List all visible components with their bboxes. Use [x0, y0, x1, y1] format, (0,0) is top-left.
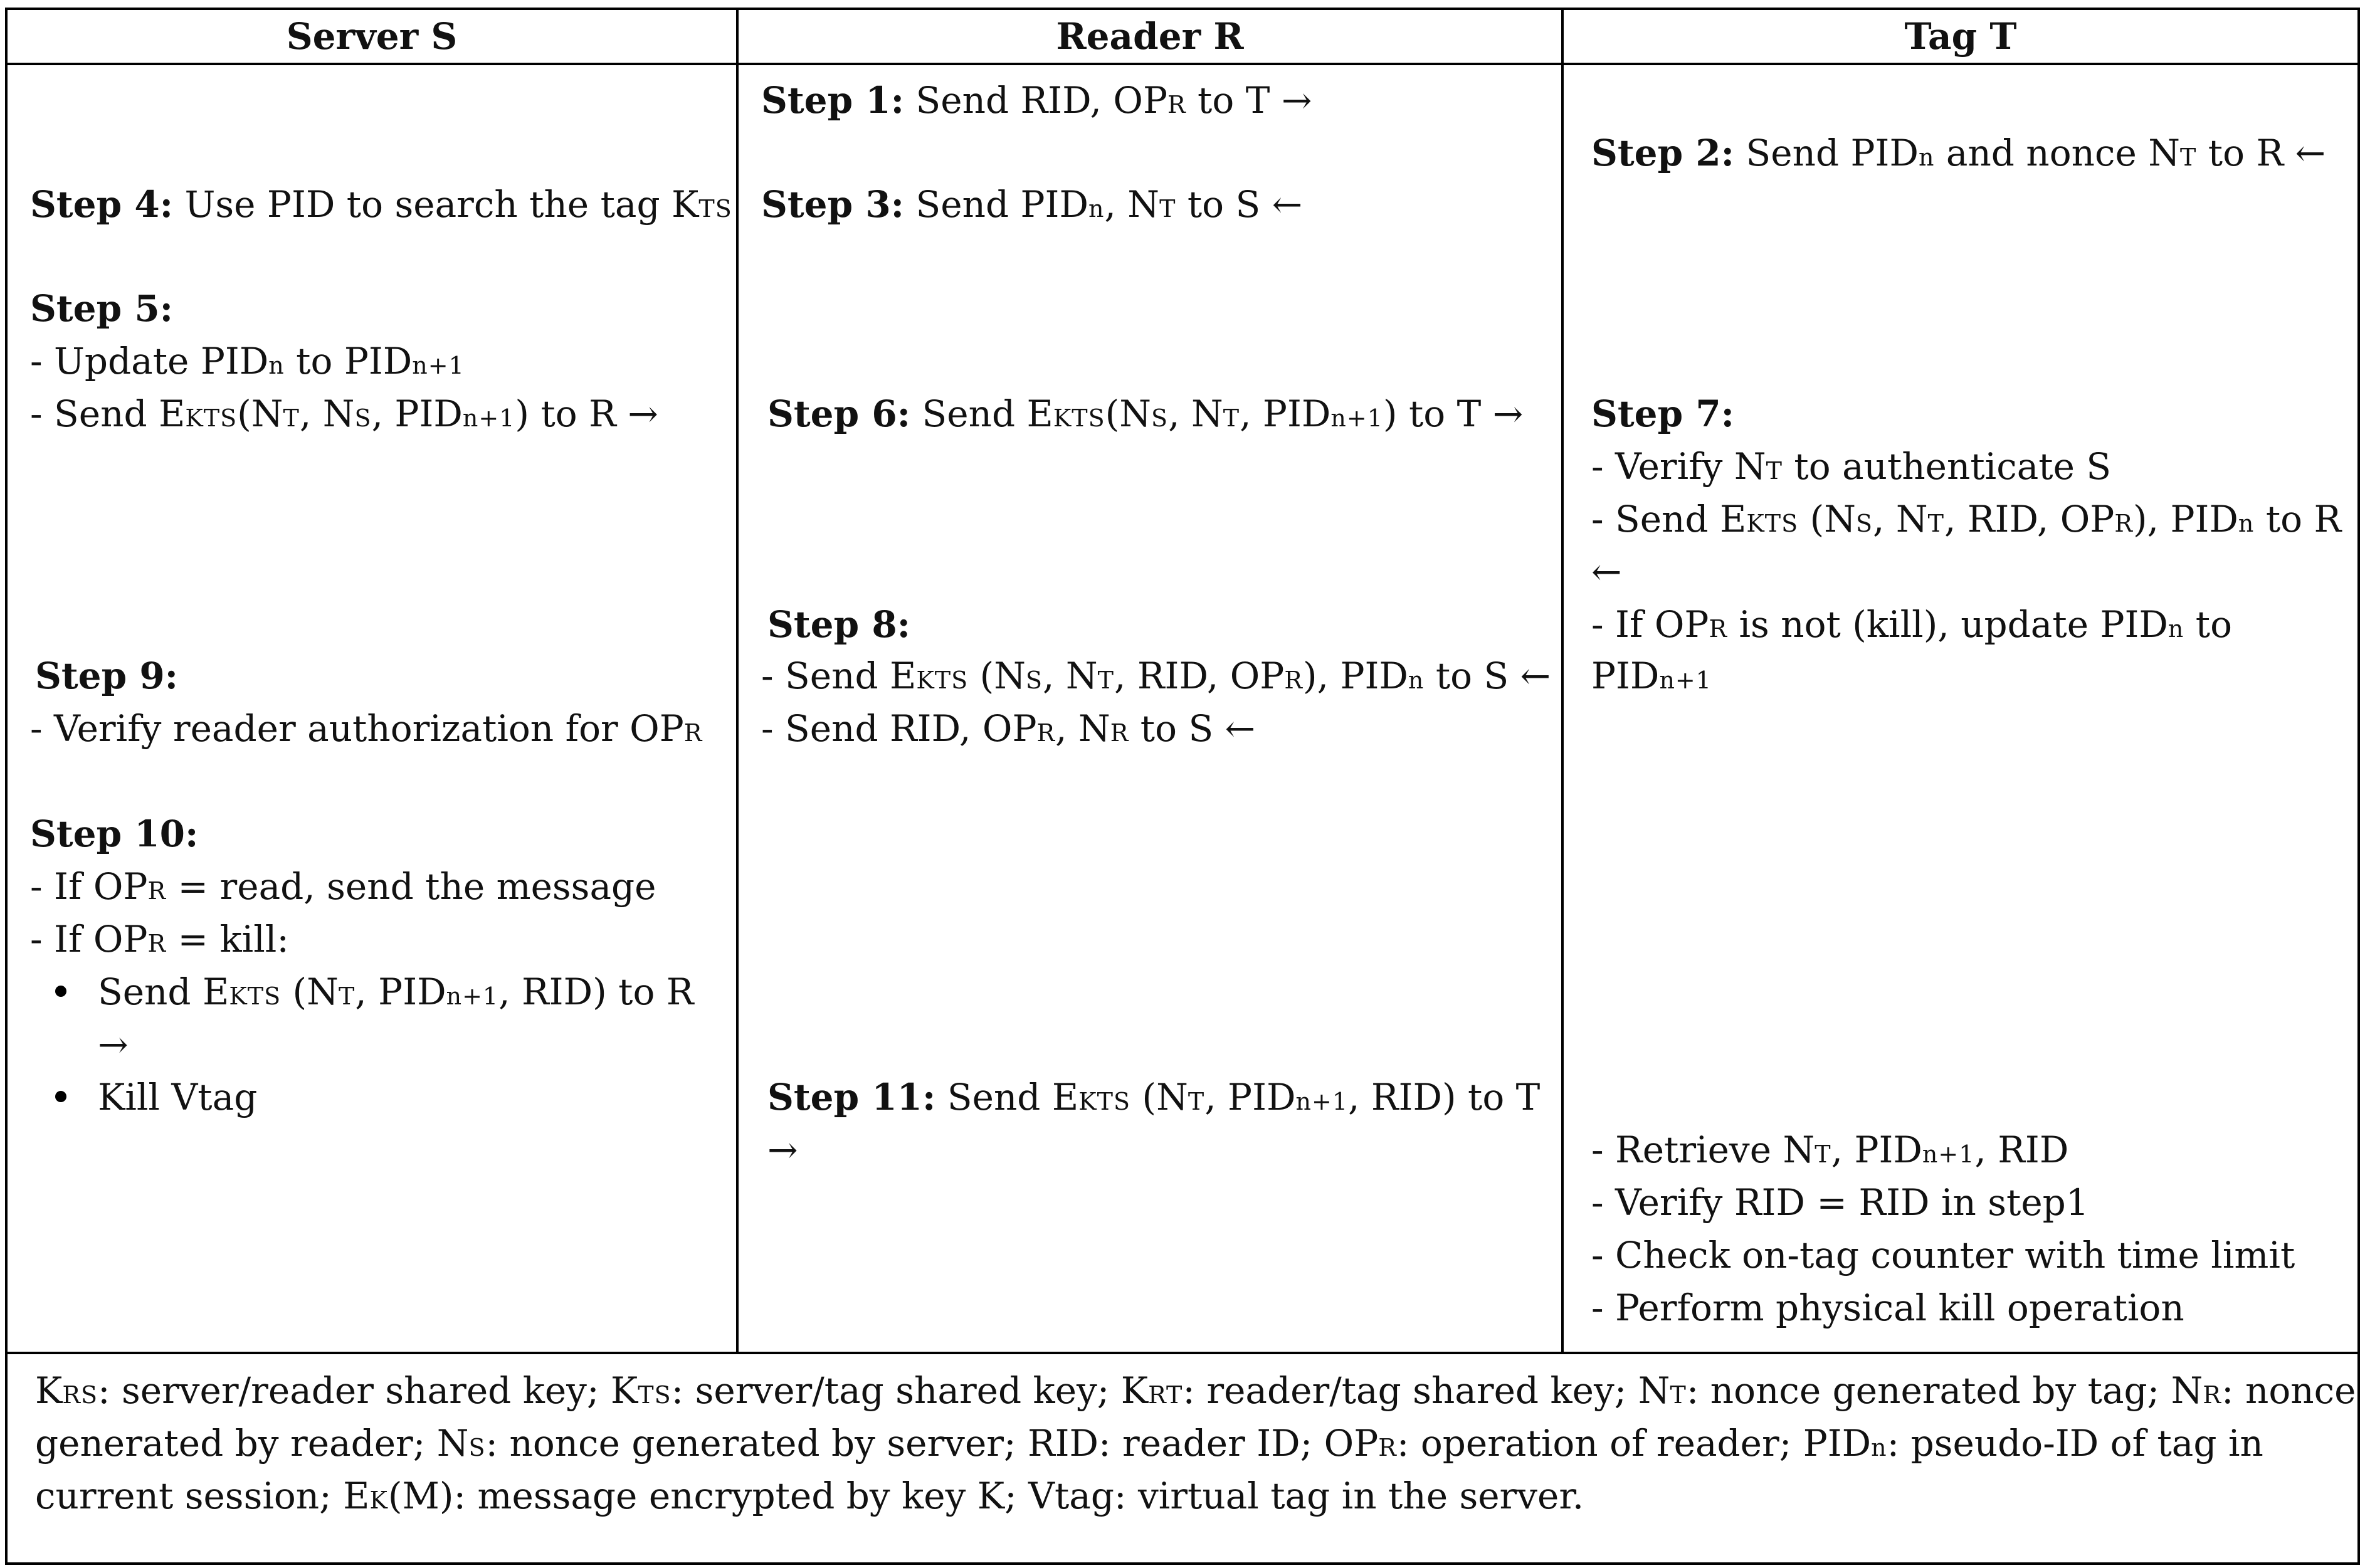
server-step9-line1: - Verify reader authorization for OPR: [30, 707, 703, 750]
bullet-icon: [55, 1090, 66, 1102]
tag-step7-label: Step 7:: [1591, 392, 1735, 435]
footnote-line2: generated by reader; NS: nonce generated…: [35, 1422, 2263, 1465]
tag-step7-line4: PIDn+1: [1591, 655, 1712, 697]
bullet-icon: [55, 985, 66, 997]
tag-step2: Step 2: Send PIDn and nonce NT to R ←: [1591, 132, 2326, 174]
reader-step1: Step 1: Send RID, OPR to T →: [761, 79, 1312, 122]
tag-step7-line3: - If OPR is not (kill), update PIDn to: [1591, 603, 2233, 646]
header-reader: Reader R: [1056, 15, 1244, 58]
tag-step7-line2-arrow: ←: [1591, 550, 1622, 593]
server-step10-bullet1: Send EKTS (NT, PIDn+1, RID) to R: [55, 966, 693, 1023]
server-step5-line2: - Send EKTS(NT, NS, PIDn+1) to R →: [30, 392, 658, 435]
server-step10-line2: - If OPR = kill:: [30, 918, 289, 960]
tag-step7-line1: - Verify NT to authenticate S: [1591, 445, 2112, 488]
server-step5-line1: - Update PIDn to PIDn+1: [30, 340, 465, 382]
footnote-line1: KRS: server/reader shared key; KTS: serv…: [35, 1369, 2356, 1412]
tag-final-line1: - Retrieve NT, PIDn+1, RID: [1591, 1129, 2069, 1171]
column-divider-1: [736, 10, 739, 1352]
tag-final-line2: - Verify RID = RID in step1: [1591, 1181, 2089, 1224]
server-step4-label: Step 4:: [30, 183, 174, 226]
server-step10-bullet2: Kill Vtag: [55, 1071, 257, 1123]
server-step10-bullet1-arrow: →: [98, 1023, 129, 1066]
server-step5-label: Step 5:: [30, 287, 174, 330]
column-divider-2: [1561, 10, 1564, 1352]
reader-step8-label: Step 8:: [767, 603, 911, 646]
protocol-table: Server S Reader R Tag T Step 4: Use PID …: [5, 8, 2360, 1565]
reader-step3: Step 3: Send PIDn, NT to S ←: [761, 183, 1303, 226]
tag-step7-line2: - Send EKTS (NS, NT, RID, OPR), PIDn to …: [1591, 498, 2342, 540]
reader-step8-line2: - Send RID, OPR, NR to S ←: [761, 707, 1256, 750]
server-step10-label: Step 10:: [30, 813, 199, 855]
server-step4: Step 4: Use PID to search the tag KTS: [30, 183, 732, 226]
header-divider: [8, 63, 2357, 65]
reader-step6: Step 6: Send EKTS(NS, NT, PIDn+1) to T →: [767, 392, 1524, 435]
reader-step11-arrow: →: [767, 1129, 798, 1171]
server-step10-line1: - If OPR = read, send the message: [30, 865, 656, 908]
footnote-line3: current session; EK(M): message encrypte…: [35, 1475, 1584, 1517]
header-tag: Tag T: [1904, 15, 2017, 58]
header-server: Server S: [286, 15, 458, 58]
reader-step8-line1: - Send EKTS (NS, NT, RID, OPR), PIDn to …: [761, 655, 1551, 697]
tag-final-line3: - Check on-tag counter with time limit: [1591, 1234, 2295, 1276]
tag-final-line4: - Perform physical kill operation: [1591, 1286, 2184, 1329]
footnote-divider: [8, 1352, 2357, 1354]
reader-step11: Step 11: Send EKTS (NT, PIDn+1, RID) to …: [767, 1076, 1541, 1118]
server-step9-label: Step 9:: [35, 655, 179, 697]
